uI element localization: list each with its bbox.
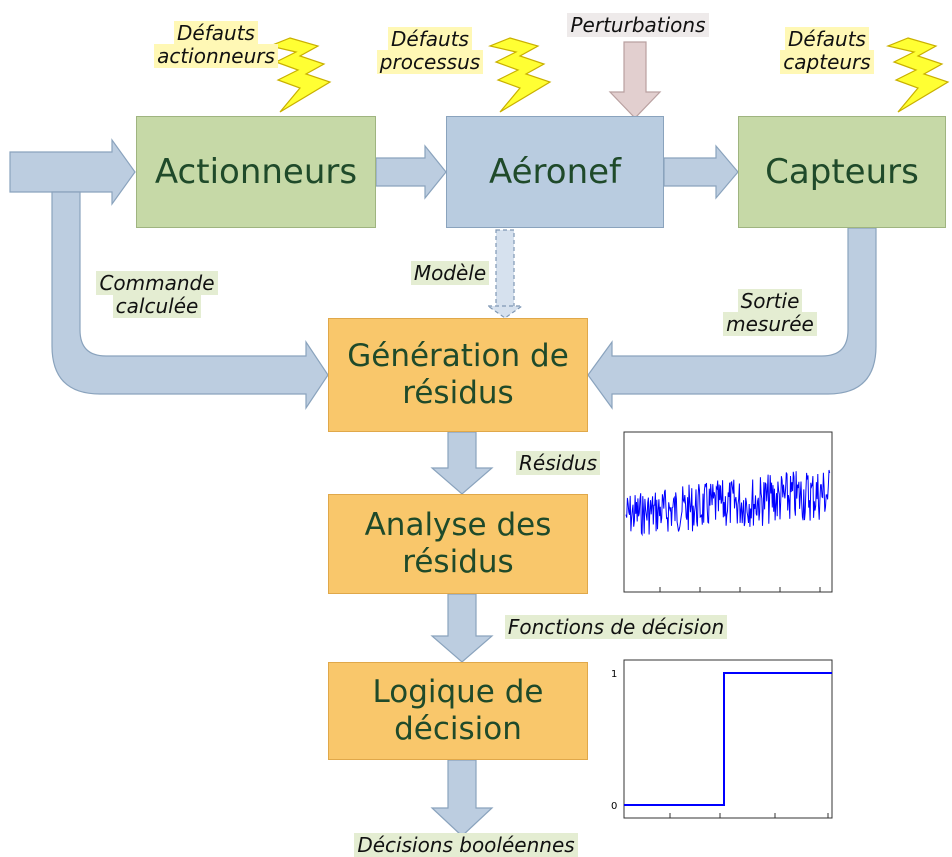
defauts-capteurs-label: Défauts capteurs: [762, 27, 892, 74]
defauts-processus-label: Défauts processus: [362, 27, 498, 74]
input-arrow: [9, 138, 136, 206]
commande-arrow: [51, 191, 329, 410]
aeronef-box: Aéronef: [446, 116, 664, 228]
analyse-residus-box: Analyse des résidus: [328, 494, 588, 594]
lightning-capteurs-icon: [885, 37, 950, 113]
arrow-aeronef-capteurs: [663, 144, 739, 200]
residus-ticks: [659, 587, 821, 592]
arrow-analyse-logique: [430, 593, 494, 663]
analyse-line1: Analyse des: [364, 506, 552, 543]
commande-calculee-label: Commande calculée: [84, 271, 230, 318]
step-ticks: [669, 813, 829, 818]
step-ytick-low: 0: [611, 801, 617, 812]
arrow-logique-decisions: [430, 759, 494, 837]
modele-arrow: [486, 229, 524, 319]
lightning-processus-icon: [487, 37, 552, 113]
fonctions-decision-label: Fonctions de décision: [488, 615, 744, 639]
residus-label: Résidus: [508, 451, 608, 475]
logique-line2: décision: [394, 711, 522, 747]
perturbations-label: Perturbations: [558, 13, 718, 37]
lightning-actionneurs-icon: [267, 37, 332, 113]
analyse-line2: résidus: [402, 544, 514, 580]
perturbations-arrow: [608, 41, 662, 119]
arrow-actionneurs-aeronef: [375, 144, 447, 200]
decisions-booleennes-label: Décisions booléennes: [326, 833, 606, 857]
sortie-mesuree-label: Sortie mesurée: [708, 289, 832, 336]
capteurs-box: Capteurs: [738, 116, 946, 228]
arrow-generation-analyse: [430, 431, 494, 495]
residus-plot: [623, 431, 833, 593]
logique-decision-box: Logique de décision: [328, 662, 588, 760]
modele-label: Modèle: [400, 261, 500, 285]
sortie-arrow: [587, 227, 877, 410]
generation-line1: Génération de: [347, 337, 569, 374]
aeronef-label: Aéronef: [488, 151, 622, 192]
defauts-actionneurs-label: Défauts actionneurs: [136, 21, 296, 68]
capteurs-label: Capteurs: [765, 151, 919, 192]
step-ytick-high: 1: [611, 669, 617, 680]
step-plot: 0 1: [611, 659, 833, 819]
actionneurs-label: Actionneurs: [154, 151, 358, 192]
generation-line2: résidus: [402, 375, 514, 411]
logique-line1: Logique de: [372, 673, 544, 710]
generation-residus-box: Génération de résidus: [328, 318, 588, 432]
step-signal: [624, 672, 832, 806]
residus-signal: [625, 469, 831, 537]
actionneurs-box: Actionneurs: [136, 116, 376, 228]
